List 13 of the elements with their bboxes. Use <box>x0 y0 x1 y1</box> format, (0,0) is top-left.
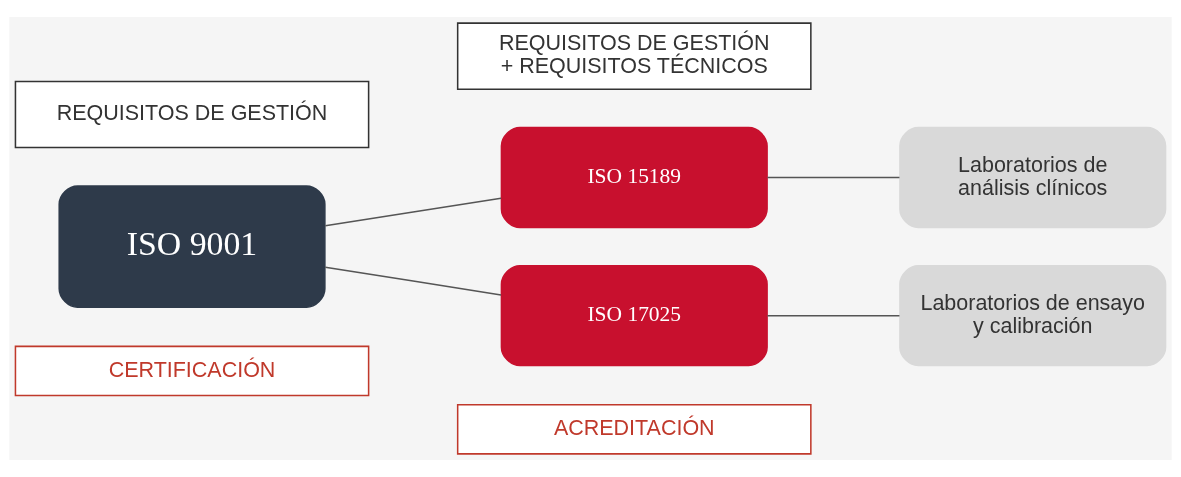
connector <box>324 197 502 227</box>
node-box: ACREDITACIÓN <box>456 403 812 455</box>
node-box: ISO 17025 <box>500 265 768 367</box>
connector <box>766 314 901 317</box>
connector <box>766 176 901 179</box>
node-box: ISO 9001 <box>58 185 326 308</box>
connector <box>324 266 502 296</box>
node-box: Laboratorios de ensayo y calibración <box>899 265 1167 367</box>
node-box: REQUISITOS DE GESTIÓN + REQUISITOS TÉCNICOS <box>456 22 812 90</box>
node-box: REQUISITOS DE GESTIÓN <box>14 80 370 149</box>
node-box: CERTIFICACIÓN <box>14 345 370 397</box>
node-box: ISO 15189 <box>500 126 768 229</box>
node-box: Laboratorios de análisis clínicos <box>899 126 1167 229</box>
